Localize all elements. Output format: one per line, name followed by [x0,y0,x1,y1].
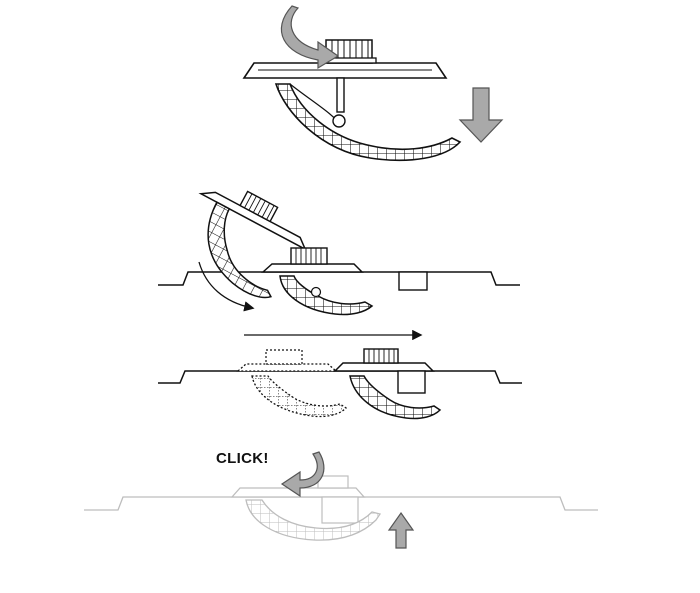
step2-rail-profile [158,271,520,286]
step-1-insert-clip [242,5,504,162]
up-arrow-icon [387,511,415,549]
step2-tilted-clip [198,190,307,299]
click-annotation: CLICK! [216,450,269,467]
step-3-slide-into-slot [158,348,522,420]
curved-swing-arrow-icon [198,261,255,312]
curved-rotate-arrow-icon [280,5,340,70]
step3-ghost-clip [236,349,348,418]
curved-rotate-arrow-icon [280,451,325,498]
step3-rail-profile [158,370,522,384]
down-arrow-icon [458,87,504,143]
step3-solid-clip [333,348,442,420]
step2-flat-clip [261,247,374,316]
step1-clip [274,83,462,162]
step-4-click-lock [84,451,598,549]
step-2-tilt-and-slide [158,190,520,341]
